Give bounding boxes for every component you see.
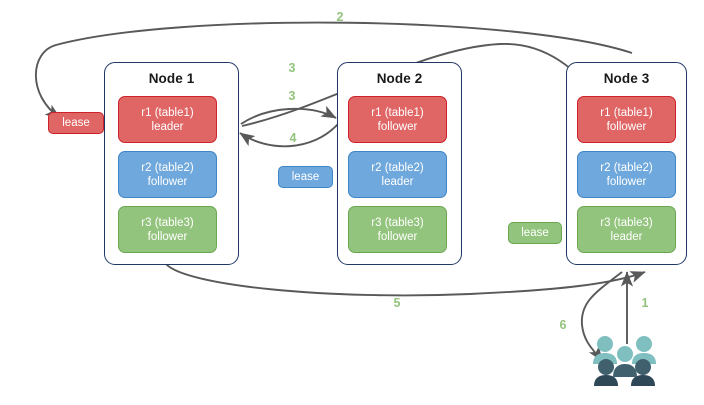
replica-role: leader — [151, 120, 184, 133]
replica-box[interactable]: r1 (table1) follower — [577, 96, 676, 143]
arrow-step-2 — [35, 21, 633, 119]
arrow-step-5 — [165, 263, 646, 297]
replica-box[interactable]: r1 (table1) leader — [118, 96, 217, 143]
replica-role: follower — [147, 175, 188, 188]
replica-role: follower — [377, 230, 418, 243]
step-label-1: 1 — [641, 296, 649, 310]
node-title: Node 1 — [148, 71, 195, 86]
arrow-step-6 — [581, 271, 623, 362]
step-label-3-upper: 3 — [288, 61, 296, 75]
replica-name: r3 (table3) — [141, 216, 194, 229]
step-label-6: 6 — [559, 318, 567, 332]
replica-box[interactable]: r1 (table1) follower — [348, 96, 447, 143]
lease-badge-r3[interactable]: lease — [508, 222, 562, 244]
replica-name: r1 (table1) — [371, 106, 424, 119]
replica-role: leader — [610, 230, 643, 243]
replica-box[interactable]: r3 (table3) leader — [577, 206, 676, 253]
replica-role: follower — [606, 120, 647, 133]
node-title: Node 3 — [603, 71, 650, 86]
replica-box[interactable]: r2 (table2) follower — [118, 151, 217, 198]
replica-box[interactable]: r2 (table2) leader — [348, 151, 447, 198]
arrow-step-4 — [239, 123, 339, 148]
step-label-2: 2 — [336, 10, 344, 24]
node-box-2[interactable]: Node 2 r1 (table1) follower r2 (table2) … — [337, 62, 462, 265]
step-label-5: 5 — [393, 296, 401, 310]
replica-box[interactable]: r3 (table3) follower — [118, 206, 217, 253]
replica-name: r1 (table1) — [141, 106, 194, 119]
node-box-1[interactable]: Node 1 r1 (table1) leader r2 (table2) fo… — [104, 62, 239, 265]
lease-badge-r2[interactable]: lease — [278, 166, 333, 188]
replica-role: follower — [147, 230, 188, 243]
lease-badge-r1[interactable]: lease — [48, 112, 104, 134]
replica-box[interactable]: r2 (table2) follower — [577, 151, 676, 198]
replica-name: r2 (table2) — [600, 161, 653, 174]
people-group-icon — [593, 336, 656, 386]
replica-name: r2 (table2) — [371, 161, 424, 174]
node-title: Node 2 — [376, 71, 423, 86]
replica-role: leader — [381, 175, 414, 188]
replica-name: r3 (table3) — [600, 216, 653, 229]
replica-name: r2 (table2) — [141, 161, 194, 174]
replica-box[interactable]: r3 (table3) follower — [348, 206, 447, 253]
step-label-3-lower: 3 — [288, 89, 296, 103]
replica-name: r3 (table3) — [371, 216, 424, 229]
node-box-3[interactable]: Node 3 r1 (table1) follower r2 (table2) … — [566, 62, 687, 265]
step-label-4: 4 — [289, 131, 297, 145]
replica-role: follower — [606, 175, 647, 188]
arrow-step-3-lower — [240, 105, 337, 125]
replica-name: r1 (table1) — [600, 106, 653, 119]
replica-role: follower — [377, 120, 418, 133]
